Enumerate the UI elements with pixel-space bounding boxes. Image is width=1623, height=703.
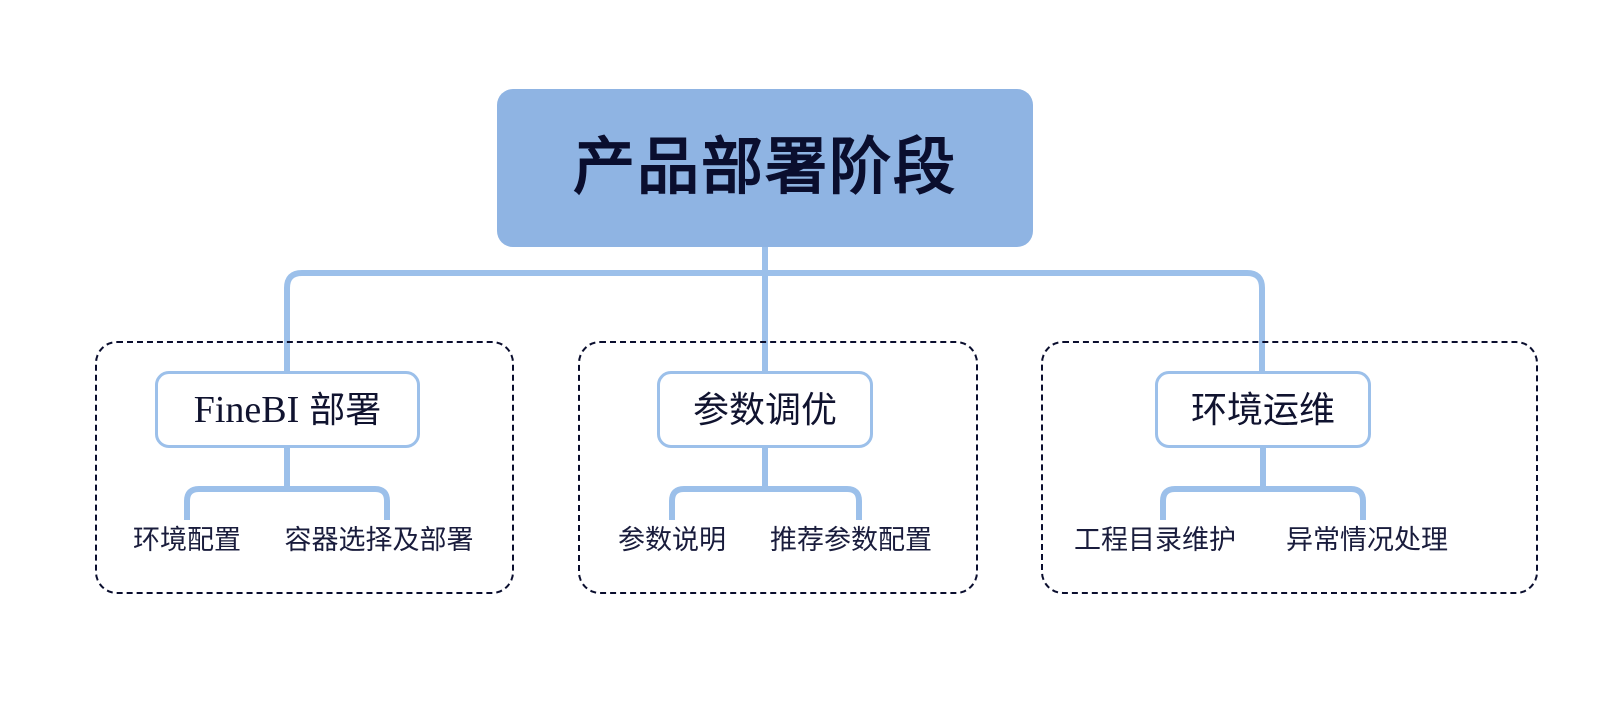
branch-node-parameter-tuning[interactable]: 参数调优 bbox=[657, 371, 873, 448]
leaf-node-recommended-parameter-config[interactable]: 推荐参数配置 bbox=[770, 525, 932, 555]
branch-node-label: 环境运维 bbox=[1190, 388, 1335, 430]
branch-node-environment-ops[interactable]: 环境运维 bbox=[1155, 371, 1371, 448]
leaf-node-environment-config[interactable]: 环境配置 bbox=[133, 525, 241, 555]
branch-node-label-cjk: 部署 bbox=[299, 388, 382, 430]
leaf-node-parameter-description[interactable]: 参数说明 bbox=[618, 525, 726, 555]
branch-node-label: FineBI 部署 bbox=[194, 391, 382, 429]
leaf-node-exception-handling[interactable]: 异常情况处理 bbox=[1286, 525, 1448, 555]
leaf-node-project-directory-maintenance[interactable]: 工程目录维护 bbox=[1074, 525, 1236, 555]
branch-node-finebi-deployment[interactable]: FineBI 部署 bbox=[155, 371, 420, 448]
leaf-node-container-selection-deployment[interactable]: 容器选择及部署 bbox=[284, 525, 474, 555]
branch-node-label: 参数调优 bbox=[692, 388, 837, 430]
root-node[interactable]: 产品部署阶段 bbox=[497, 89, 1033, 247]
branch-node-label-latin: FineBI bbox=[193, 388, 300, 431]
root-node-label: 产品部署阶段 bbox=[572, 133, 957, 202]
group-container-environment-ops bbox=[1041, 341, 1538, 594]
